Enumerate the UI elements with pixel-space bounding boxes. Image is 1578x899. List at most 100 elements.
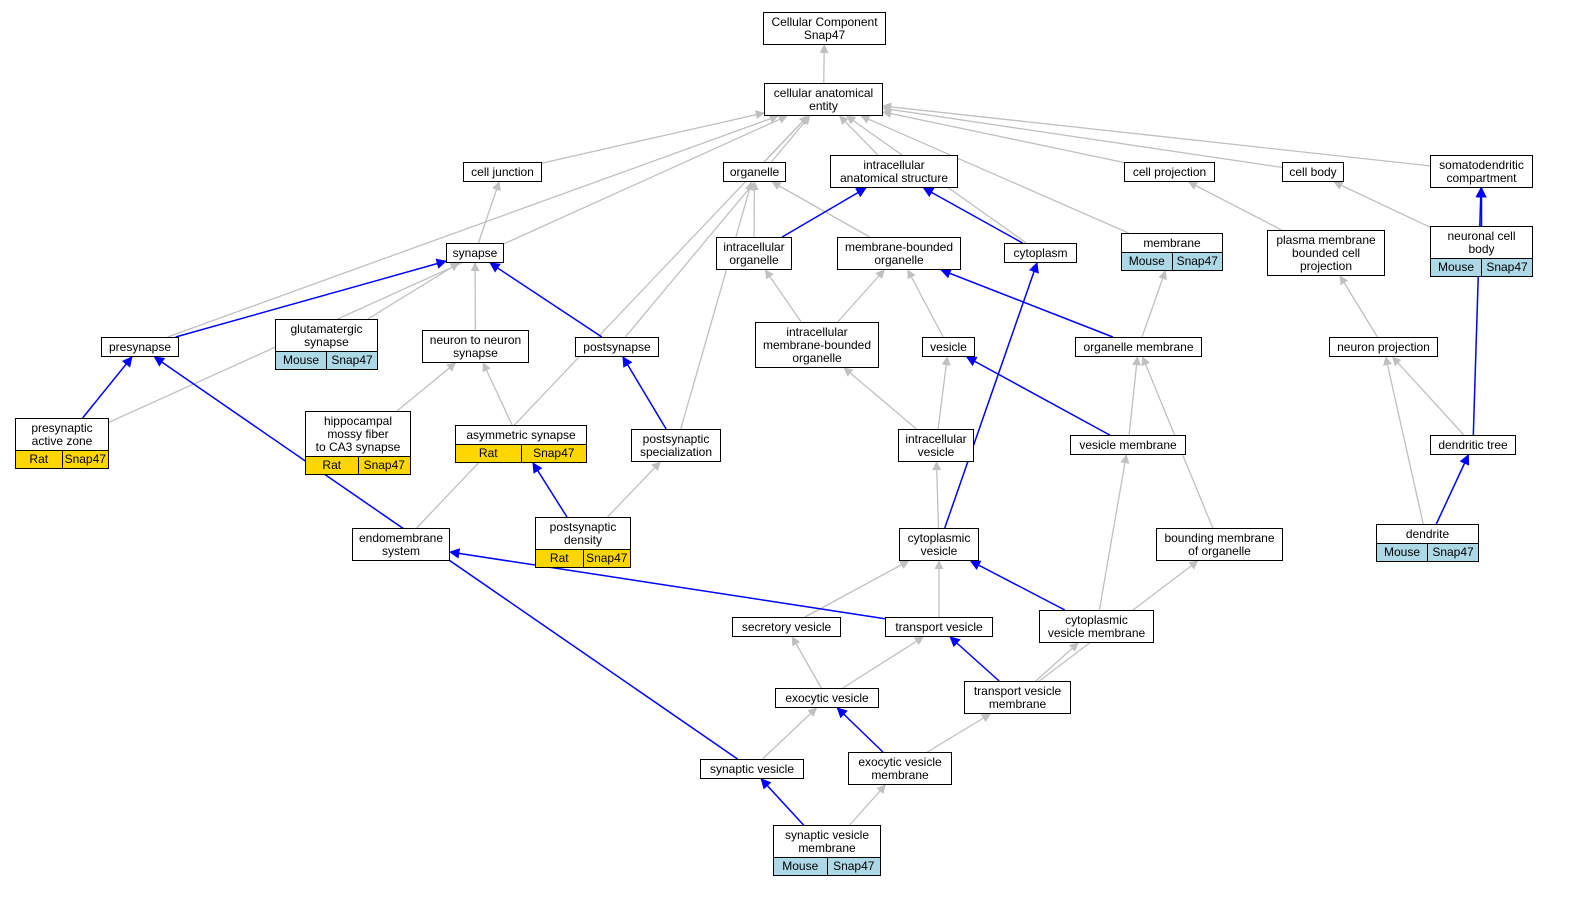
species-cell: Mouse [276,352,326,369]
node-transport-vesicle-membrane[interactable]: transport vesicle membrane [964,681,1071,714]
gene-cell: Snap47 [1427,544,1478,561]
edge-asym-to-n2n [482,362,513,426]
node-cell-junction[interactable]: cell junction [463,162,542,182]
edge-cytves-to-cytoplasm [944,262,1039,529]
node-bounding-membrane-of-organelle[interactable]: bounding membrane of organelle [1156,528,1283,561]
node-cytoplasmic-vesicle-membrane[interactable]: cytoplasmic vesicle membrane [1039,610,1154,643]
node-synaptic-vesicle[interactable]: synaptic vesicle [700,759,804,779]
edge-cellbody-to-cae [882,105,1283,169]
node-somatodendritic-compartment[interactable]: somatodendritic compartment [1430,155,1533,188]
edge-celljunction-to-cae [541,110,765,164]
edge-evm-to-exoves [836,707,884,753]
node-cell-body[interactable]: cell body [1282,162,1344,182]
node-label: plasma membrane bounded cell projection [1276,233,1376,273]
node-intracellular-anatomical-structure[interactable]: intracellular anatomical structure [830,155,958,188]
node-cellular-component-root[interactable]: Cellular Component Snap47 [763,12,886,45]
node-postsynapse[interactable]: postsynapse [575,337,659,357]
node-organelle-membrane[interactable]: organelle membrane [1075,337,1202,357]
node-dendritic-tree[interactable]: dendritic tree [1430,435,1516,455]
edge-intves-to-vesicle [937,356,951,430]
edge-orgmem-to-mborg [940,268,1114,338]
node-cytoplasm[interactable]: cytoplasm [1004,243,1077,263]
edge-ias-to-cae [839,115,879,156]
edge-psd-to-psspec [606,461,661,518]
species-cell: Rat [456,445,521,462]
node-label: synaptic vesicle [709,762,795,776]
edge-intves-to-imbo [843,367,917,430]
gene-cell: Snap47 [1481,259,1532,276]
node-synapse[interactable]: synapse [446,243,504,263]
node-label: intracellular membrane-bounded organelle [762,325,872,365]
node-intracellular-organelle[interactable]: intracellular organelle [716,237,792,270]
node-neuron-projection[interactable]: neuron projection [1329,337,1438,357]
node-membrane-bounded-organelle[interactable]: membrane-bounded organelle [837,237,961,270]
node-intracellular-vesicle[interactable]: intracellular vesicle [898,429,974,462]
node-label: intracellular vesicle [905,432,967,459]
node-label: transport vesicle [895,620,983,634]
node-label: dendrite [1405,527,1450,541]
node-label: bounding membrane of organelle [1164,531,1275,558]
node-intracellular-membrane-bounded-organelle[interactable]: intracellular membrane-bounded organelle [755,322,879,368]
edge-vesmem-to-vesicle [965,356,1111,436]
node-organelle[interactable]: organelle [723,162,786,182]
edge-synapse-to-celljunction [477,181,501,244]
edge-tvm-to-cvm [1035,642,1079,682]
node-label: secretory vesicle [741,620,832,634]
node-endomembrane-system[interactable]: endomembrane system [352,528,450,561]
node-transport-vesicle[interactable]: transport vesicle [885,617,993,637]
node-presynapse[interactable]: presynapse [101,337,179,357]
node-exocytic-vesicle[interactable]: exocytic vesicle [775,688,879,708]
node-vesicle[interactable]: vesicle [922,337,975,357]
edge-mborg-to-organelle [771,181,871,238]
species-cell: Mouse [1431,259,1481,276]
node-label: cell junction [471,165,534,179]
edge-intraorg-to-ias [781,187,867,238]
edge-transves-to-endomem [448,548,886,620]
edge-psd-to-asym [532,462,568,518]
node-label: membrane-bounded organelle [844,240,954,267]
node-exocytic-vesicle-membrane[interactable]: exocytic vesicle membrane [848,752,952,785]
node-plasma-membrane-bounded-cell-projection[interactable]: plasma membrane bounded cell projection [1267,230,1385,276]
node-cell-projection[interactable]: cell projection [1124,162,1215,182]
node-label: neuron projection [1337,340,1430,354]
node-vesicle-membrane[interactable]: vesicle membrane [1070,435,1186,455]
node-label: organelle [729,165,780,179]
edge-pAZ-to-presynapse [82,356,133,419]
edge-orgmem-to-membrane [1141,270,1167,338]
edge-membrane-to-cae [860,115,1129,234]
node-neuron-to-neuron-synapse[interactable]: neuron to neuron synapse [422,330,529,363]
species-cell: Rat [536,550,583,567]
edge-secves-to-cytves [804,560,910,618]
node-label: vesicle [930,340,967,354]
edge-postsynapse-to-synapse [489,262,603,338]
edge-imbo-to-mborg [837,269,885,323]
edge-cellprojection-to-cae [882,109,1125,164]
gene-cell: Snap47 [826,858,880,875]
node-label: somatodendritic compartment [1439,158,1524,185]
edge-exoves-to-secves [791,636,822,689]
edge-svm-to-evm [849,784,886,826]
node-label: synapse [452,246,498,260]
node-postsynaptic-specialization[interactable]: postsynaptic specialization [631,429,721,462]
species-cell: Rat [306,457,358,474]
edge-hippo-to-n2n [396,362,457,412]
node-label: cytoplasmic vesicle membrane [1047,613,1146,640]
node-label: dendritic tree [1438,438,1508,452]
edge-postsynapse-to-cae [624,115,811,338]
node-label: membrane [1143,236,1201,250]
node-cytoplasmic-vesicle[interactable]: cytoplasmic vesicle [899,528,979,561]
node-secretory-vesicle[interactable]: secretory vesicle [732,617,841,637]
node-cellular-anatomical-entity[interactable]: cellular anatomical entity [764,83,883,116]
